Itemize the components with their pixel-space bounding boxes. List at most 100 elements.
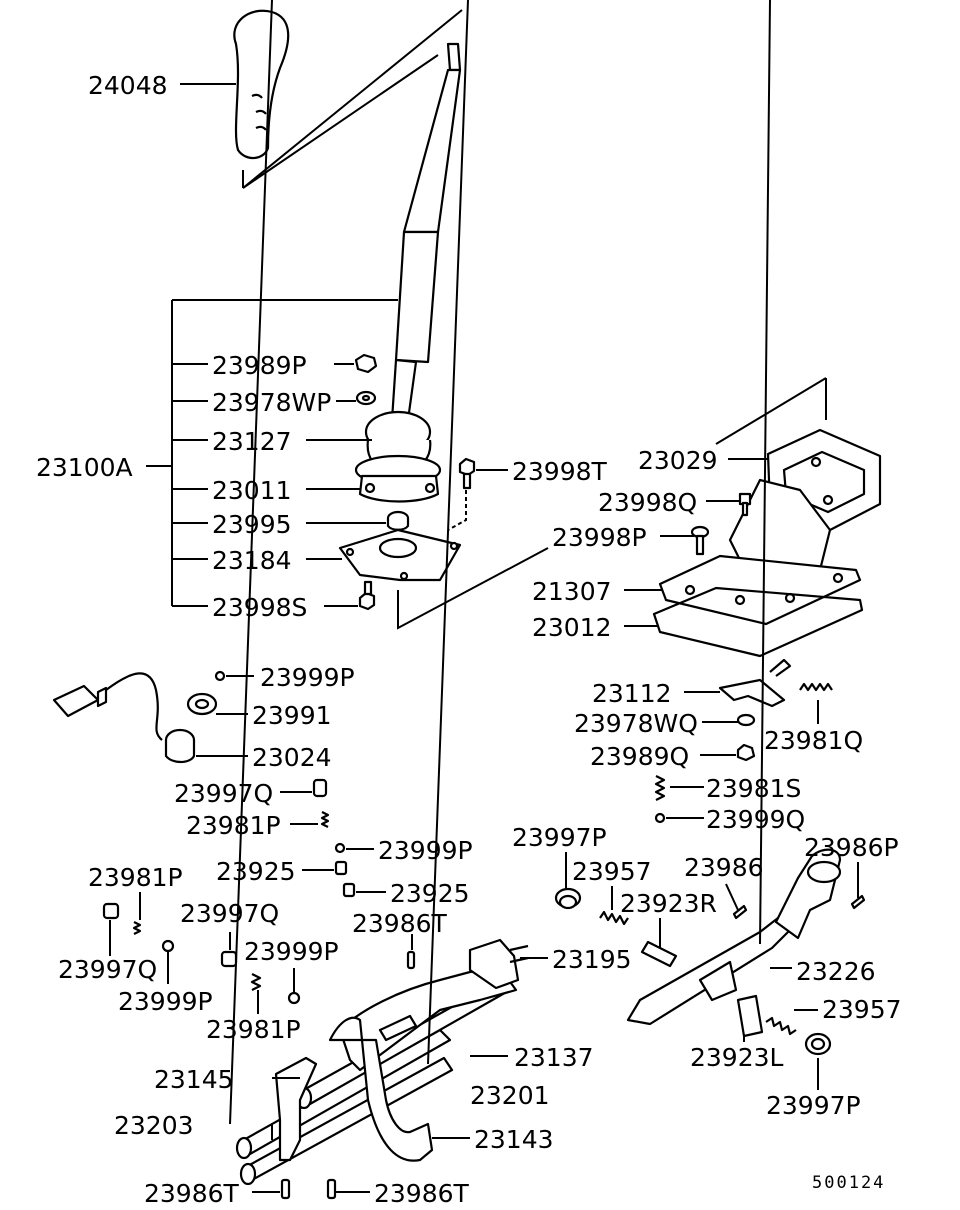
- assembly-bracket-23100A: [146, 299, 398, 607]
- gearshift-boot: [354, 410, 442, 503]
- spring-23957-b: [765, 1016, 797, 1036]
- callout-23981S: 23981S: [706, 774, 801, 803]
- callout-23997Q-c: 23997Q: [180, 899, 279, 928]
- callout-23997P-a: 23997P: [512, 823, 607, 852]
- callout-23995: 23995: [212, 510, 292, 539]
- pin-23923R: [640, 940, 678, 968]
- fork-23195: [468, 938, 529, 990]
- case-cover-envelope: [715, 377, 827, 445]
- diagram-code: 500124: [812, 1173, 885, 1193]
- callout-23145: 23145: [154, 1065, 234, 1094]
- shift-knob: [233, 9, 290, 160]
- spring-23957-a: [599, 910, 629, 926]
- callout-23127: 23127: [212, 427, 292, 456]
- ball-23999P-c: [161, 939, 175, 953]
- callout-23991: 23991: [252, 701, 332, 730]
- nut-23989Q: [736, 743, 756, 762]
- callout-23957-b: 23957: [822, 995, 902, 1024]
- callout-23923R: 23923R: [620, 889, 717, 918]
- callout-23012: 23012: [532, 613, 612, 642]
- callout-23978WP: 23978WP: [212, 388, 331, 417]
- bracket-23112: [718, 658, 792, 708]
- callout-23997P-b: 23997P: [766, 1091, 861, 1120]
- ball-23999Q: [654, 812, 666, 824]
- spring-23981Q: [799, 682, 833, 692]
- callout-23986P: 23986P: [804, 833, 899, 862]
- fork-23145: [274, 1056, 318, 1162]
- ball-23999P-d: [287, 991, 301, 1005]
- callout-23997Q-b: 23997Q: [58, 955, 157, 984]
- callout-23981P-c: 23981P: [206, 1015, 301, 1044]
- pin-23986P: [850, 894, 866, 910]
- plug-23997Q-a: [312, 778, 328, 798]
- plug-23997Q-b: [102, 902, 120, 920]
- callout-23184: 23184: [212, 546, 292, 575]
- callout-23981P-b: 23981P: [88, 863, 183, 892]
- callout-23986T-c: 23986T: [374, 1179, 470, 1208]
- plug-23997P-b: [804, 1032, 832, 1056]
- lever-23226: [626, 848, 842, 1026]
- callout-23999P-c: 23999P: [118, 987, 213, 1016]
- ball-23999P-b: [334, 842, 346, 854]
- spring-23981P-c: [250, 973, 262, 991]
- callout-23999P-b: 23999P: [378, 836, 473, 865]
- pin-23986T-a: [406, 950, 416, 970]
- ball-23999P-a: [214, 670, 226, 682]
- callout-23998T: 23998T: [512, 457, 608, 486]
- spring-23981P-a: [320, 811, 330, 828]
- callout-23925-b: 23925: [390, 879, 470, 908]
- callout-24048: 24048: [88, 71, 168, 100]
- callout-23029: 23029: [638, 446, 718, 475]
- shift-knob-envelope: [242, 9, 463, 189]
- callout-23923L: 23923L: [690, 1043, 784, 1072]
- callout-23203: 23203: [114, 1111, 194, 1140]
- callout-23997Q-a: 23997Q: [174, 779, 273, 808]
- nut-23989P: [354, 353, 378, 374]
- callout-23978WQ: 23978WQ: [574, 709, 698, 738]
- callout-23986: 23986: [684, 853, 764, 882]
- callout-23957-a: 23957: [572, 857, 652, 886]
- bolt-dash-lines: [397, 490, 549, 630]
- pin-23986T-b: [280, 1178, 291, 1200]
- callout-23986T-a: 23986T: [352, 909, 448, 938]
- pin-23925-b: [342, 882, 356, 898]
- callout-23999P-d: 23999P: [244, 937, 339, 966]
- callout-21307: 21307: [532, 577, 612, 606]
- callout-23986T-b: 23986T: [144, 1179, 240, 1208]
- callout-23999P-a: 23999P: [260, 663, 355, 692]
- callout-23112: 23112: [592, 679, 672, 708]
- case-21307: [658, 478, 862, 626]
- pin-23923L: [736, 994, 764, 1038]
- callout-23998S: 23998S: [212, 593, 307, 622]
- leader-lines: [109, 0, 859, 1193]
- shift-lever: [390, 42, 462, 422]
- callout-23195: 23195: [552, 945, 632, 974]
- callout-23989Q: 23989Q: [590, 742, 689, 771]
- sensor-23024: [52, 672, 196, 764]
- callout-23011: 23011: [212, 476, 292, 505]
- callout-23201: 23201: [470, 1081, 550, 1110]
- plug-23997Q-c: [220, 950, 238, 968]
- callout-23981P-a: 23981P: [186, 811, 281, 840]
- plate-23184: [338, 528, 462, 582]
- washer-23978WP: [355, 390, 377, 406]
- plug-23997P-a: [554, 887, 582, 910]
- spring-23981P-b: [132, 921, 142, 935]
- bolt-23998T: [458, 457, 476, 490]
- callout-23989P: 23989P: [212, 351, 307, 380]
- callout-23226: 23226: [796, 957, 876, 986]
- callout-23981Q: 23981Q: [764, 726, 863, 755]
- callout-23137: 23137: [514, 1043, 594, 1072]
- spring-23981S: [654, 775, 666, 801]
- callout-23024: 23024: [252, 743, 332, 772]
- washer-23978WQ: [736, 713, 756, 727]
- pin-23986T-c: [326, 1178, 337, 1200]
- callout-23999Q: 23999Q: [706, 805, 805, 834]
- bolt-23998S: [358, 580, 376, 611]
- washer-23991: [186, 692, 218, 716]
- callout-23925-a: 23925: [216, 857, 296, 886]
- pin-23925-a: [334, 860, 348, 876]
- bushing-23995: [386, 510, 410, 531]
- callout-23100A: 23100A: [36, 453, 133, 482]
